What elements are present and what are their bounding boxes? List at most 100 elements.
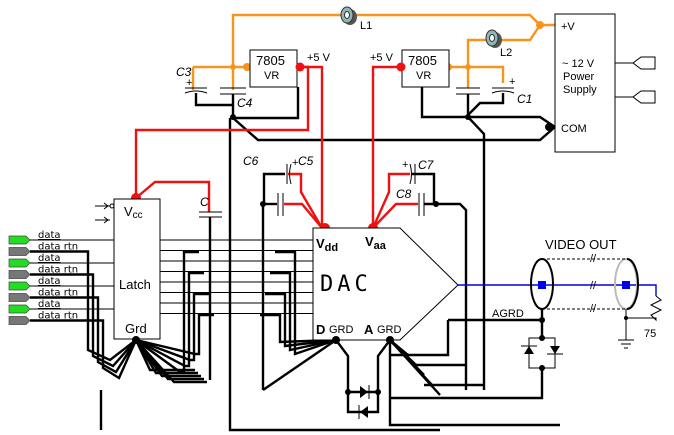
dac-dgrd-prefix: D: [316, 322, 325, 337]
agrd-label: AGRD: [492, 308, 524, 320]
capacitor-c5-icon: [262, 163, 292, 204]
latch-chip: [113, 198, 161, 340]
c1-label: C1: [517, 92, 532, 106]
vplus-label: +V: [561, 21, 575, 33]
c5-plus: +: [292, 157, 298, 169]
data-connector-icon: [8, 258, 31, 268]
data-connector-icon: [8, 281, 31, 291]
dac-dgrd-label: GRD: [329, 324, 354, 336]
latch-name: Latch: [119, 277, 151, 292]
junction-dot: [465, 64, 471, 70]
dac-chip: [312, 227, 459, 341]
vplus-junction-dot: [536, 21, 544, 29]
agrd-wiring: [390, 309, 563, 400]
junction-dot: [465, 114, 471, 120]
return-wire: [30, 319, 138, 380]
capacitor-c1-icon: [467, 87, 515, 116]
return-wire: [30, 296, 138, 374]
reg-right-output-dot: [396, 62, 406, 72]
ground-return: [135, 313, 214, 356]
reg-left-type: VR: [264, 70, 279, 82]
c5-label: C5: [298, 154, 314, 168]
data-connector-icon: [8, 304, 31, 314]
data-connector-icon: [8, 235, 31, 245]
star-ground-fans: [134, 339, 560, 427]
junction-dot: [433, 201, 439, 207]
ferrite-l2-icon: [485, 29, 502, 48]
power-supply-line2: Power: [563, 71, 595, 83]
ferrite-l1-icon: [340, 6, 357, 25]
input-label: data rtn: [38, 311, 78, 322]
c-label: C: [200, 195, 209, 209]
c1-plus: +: [509, 76, 515, 88]
ac-plug-icon: [615, 56, 656, 104]
input-label: data: [38, 253, 61, 264]
capacitor-c3-icon: [184, 87, 233, 107]
latch-vcc-label: Vcc: [124, 204, 143, 221]
return-connector-icon: [8, 247, 31, 256]
dac-vaa-label: Vaa: [365, 234, 387, 252]
latch-fan-wire: [135, 339, 207, 384]
power-supply-box: [554, 13, 616, 153]
svg-text://: //: [590, 303, 597, 315]
regulator-left: [249, 49, 298, 88]
power-supply-line3: Supply: [563, 84, 597, 96]
ground-return: [135, 292, 209, 362]
return-connector-icon: [8, 270, 31, 279]
reg-left-input-dot: [243, 63, 251, 71]
l2-label: L2: [500, 47, 512, 59]
dac-name: DAC: [320, 272, 372, 297]
dac-agrd-prefix: A: [364, 322, 374, 337]
coax-cable-icon: // // //: [530, 253, 639, 315]
ground-return: [265, 292, 337, 348]
power-supply-line1: ~ 12 V: [562, 58, 595, 70]
dac-agrd-label: GRD: [377, 324, 402, 336]
ground-return: [270, 271, 337, 352]
com-junction-dot: [545, 123, 553, 131]
dac-vdd-label: Vdd: [316, 236, 338, 254]
reg-right-output-label: +5 V: [370, 52, 394, 64]
capacitor-c8-icon: [418, 193, 468, 390]
capacitor-c-icon: [199, 211, 222, 380]
termination-value: 75: [644, 328, 656, 340]
ground-return: [260, 313, 337, 344]
capacitor-c6-icon: [264, 193, 284, 216]
return-wire: [30, 273, 137, 368]
ground-return: [275, 250, 337, 356]
return-connector-icon: [8, 316, 31, 325]
junction-dot: [230, 64, 236, 70]
latch-ground-node: [132, 336, 140, 344]
input-label: data: [38, 230, 61, 241]
reg-right-type: VR: [416, 70, 431, 82]
c3-label: C3: [176, 65, 192, 79]
reg-left-part: 7805: [256, 53, 285, 68]
agrd-fan-wire: [389, 339, 441, 396]
data-bus-wires: [135, 239, 337, 374]
reg-left-output-label: +5 V: [307, 52, 331, 64]
input-label: data: [38, 299, 61, 310]
c4-label: C4: [237, 96, 253, 110]
reg-right-part: 7805: [408, 53, 437, 68]
c8-label: C8: [396, 187, 412, 201]
junction-dot: [230, 114, 236, 120]
svg-text://: //: [590, 280, 597, 292]
video-out-label: VIDEO OUT: [545, 237, 617, 252]
capacitor-c2-icon: [456, 87, 480, 95]
agrd-main-wire: [388, 340, 560, 427]
input-label: data rtn: [38, 242, 78, 253]
input-label: data rtn: [38, 265, 78, 276]
l1-label: L1: [360, 20, 372, 32]
svg-text://: //: [590, 253, 597, 265]
c7-label: C7: [418, 158, 435, 172]
com-label: COM: [561, 123, 587, 135]
input-label: data: [38, 276, 61, 287]
latch-grd-label: Grd: [125, 321, 147, 336]
c7-plus: +: [402, 159, 408, 171]
return-connector-icon: [8, 293, 31, 302]
dgrd-fan-wire: [262, 339, 337, 391]
reg-left-output-dot: [295, 62, 305, 72]
termination-resistor-icon: [618, 295, 663, 349]
regulator-right: [401, 49, 450, 88]
antiparallel-diodes-icon: [335, 339, 391, 419]
